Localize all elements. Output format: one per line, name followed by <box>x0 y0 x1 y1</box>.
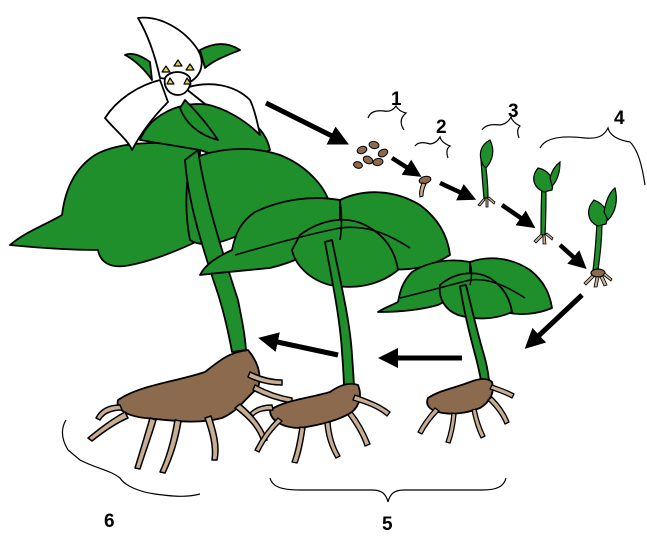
germinating-seed <box>418 175 431 197</box>
stage-label-2: 2 <box>436 117 447 138</box>
seeds <box>353 141 389 170</box>
brace-stage-2 <box>415 137 450 158</box>
arrow-seeds-to-germination <box>392 158 414 172</box>
brace-stage-5 <box>270 478 506 502</box>
flower-sepal-left <box>125 54 152 80</box>
seedling-stage-4b <box>584 188 616 287</box>
arrow-flower-to-seeds <box>266 103 340 140</box>
stage-label-1: 1 <box>391 89 402 110</box>
arrow-stage4a-to-stage4b <box>560 245 580 263</box>
young-plant <box>378 258 552 443</box>
arrow-middle-to-mature <box>268 340 338 355</box>
stage-label-4: 4 <box>614 108 625 129</box>
young-rhizome <box>427 379 493 414</box>
stage-label-5: 5 <box>382 514 393 535</box>
middle-rhizome <box>270 384 360 428</box>
arrow-seedling-to-stage4a <box>502 205 528 223</box>
stage-label-6: 6 <box>104 511 115 532</box>
seedling-stage-3 <box>478 140 495 207</box>
flower-sepal-right <box>200 44 240 68</box>
arrow-germination-to-seedling <box>440 183 468 196</box>
seedling-stage-4a <box>534 162 560 244</box>
mature-leaf-left <box>10 143 200 266</box>
stage-label-3: 3 <box>508 101 519 122</box>
